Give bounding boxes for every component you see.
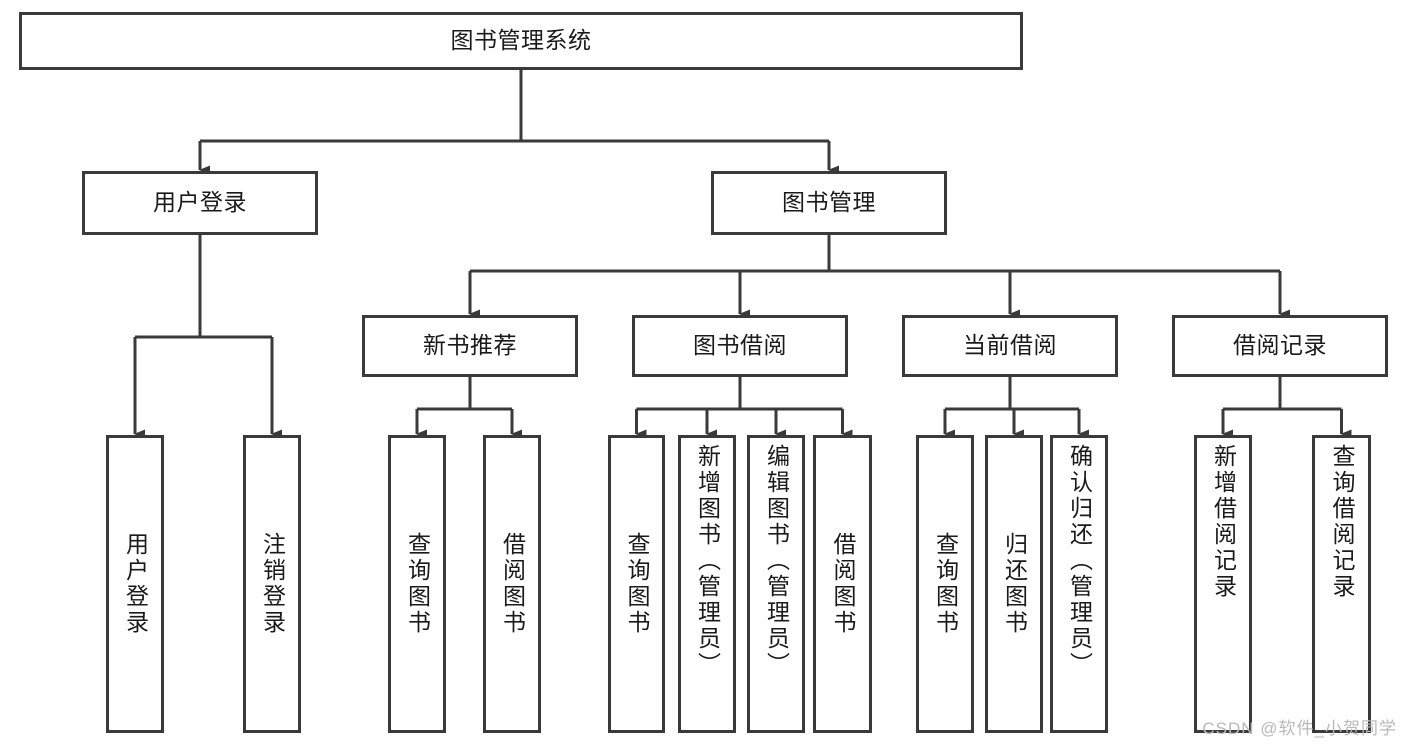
node-label-root: 图书管理系统 (450, 27, 592, 54)
node-current-borrow[interactable]: 当前借阅 (902, 315, 1118, 377)
node-leaf-edit-book[interactable]: 编辑图书（管理员） (747, 435, 805, 733)
node-book-manage[interactable]: 图书管理 (711, 171, 947, 235)
node-user-login[interactable]: 用户登录 (82, 171, 318, 235)
node-new-book-rec[interactable]: 新书推荐 (362, 315, 578, 377)
node-label-leaf-query-book-1: 查询图书 (404, 532, 431, 636)
node-root[interactable]: 图书管理系统 (19, 12, 1023, 70)
node-label-leaf-query-record: 查询借阅记录 (1329, 444, 1355, 600)
node-label-borrow-record: 借阅记录 (1233, 332, 1327, 359)
node-leaf-return-book[interactable]: 归还图书 (985, 435, 1043, 733)
node-leaf-query-book-3[interactable]: 查询图书 (916, 435, 974, 733)
node-leaf-borrow-book-2[interactable]: 借阅图书 (813, 435, 872, 733)
node-book-borrow[interactable]: 图书借阅 (632, 315, 848, 377)
node-label-leaf-add-record: 新增借阅记录 (1210, 444, 1237, 600)
node-label-leaf-user-login: 用户登录 (122, 532, 149, 636)
node-label-new-book-rec: 新书推荐 (423, 332, 517, 359)
node-label-leaf-query-book-3: 查询图书 (932, 532, 959, 636)
node-label-book-manage: 图书管理 (782, 189, 876, 216)
node-label-leaf-add-book: 新增图书（管理员） (694, 444, 721, 678)
node-leaf-query-record[interactable]: 查询借阅记录 (1312, 435, 1371, 733)
node-label-leaf-borrow-book-2: 借阅图书 (830, 532, 856, 636)
node-leaf-borrow-book-1[interactable]: 借阅图书 (483, 435, 541, 733)
node-leaf-add-record[interactable]: 新增借阅记录 (1194, 435, 1252, 733)
node-label-book-borrow: 图书借阅 (693, 332, 787, 359)
node-leaf-query-book-1[interactable]: 查询图书 (388, 435, 446, 733)
node-borrow-record[interactable]: 借阅记录 (1172, 315, 1388, 377)
node-leaf-add-book[interactable]: 新增图书（管理员） (678, 435, 736, 733)
node-leaf-logout[interactable]: 注销登录 (243, 435, 301, 733)
csdn-watermark: CSDN @软件_小贺同学 (1202, 719, 1397, 738)
node-label-leaf-query-book-2: 查询图书 (624, 532, 650, 636)
node-label-leaf-return-book: 归还图书 (1001, 532, 1028, 636)
node-leaf-confirm-ret[interactable]: 确认归还（管理员） (1050, 435, 1108, 733)
node-label-leaf-borrow-book-1: 借阅图书 (499, 532, 526, 636)
node-label-user-login: 用户登录 (153, 189, 247, 216)
node-label-leaf-edit-book: 编辑图书（管理员） (763, 444, 790, 678)
node-label-leaf-confirm-ret: 确认归还（管理员） (1066, 444, 1093, 678)
node-leaf-user-login[interactable]: 用户登录 (106, 435, 164, 733)
node-leaf-query-book-2[interactable]: 查询图书 (608, 435, 665, 733)
node-label-current-borrow: 当前借阅 (963, 332, 1057, 359)
node-label-leaf-logout: 注销登录 (259, 532, 286, 636)
